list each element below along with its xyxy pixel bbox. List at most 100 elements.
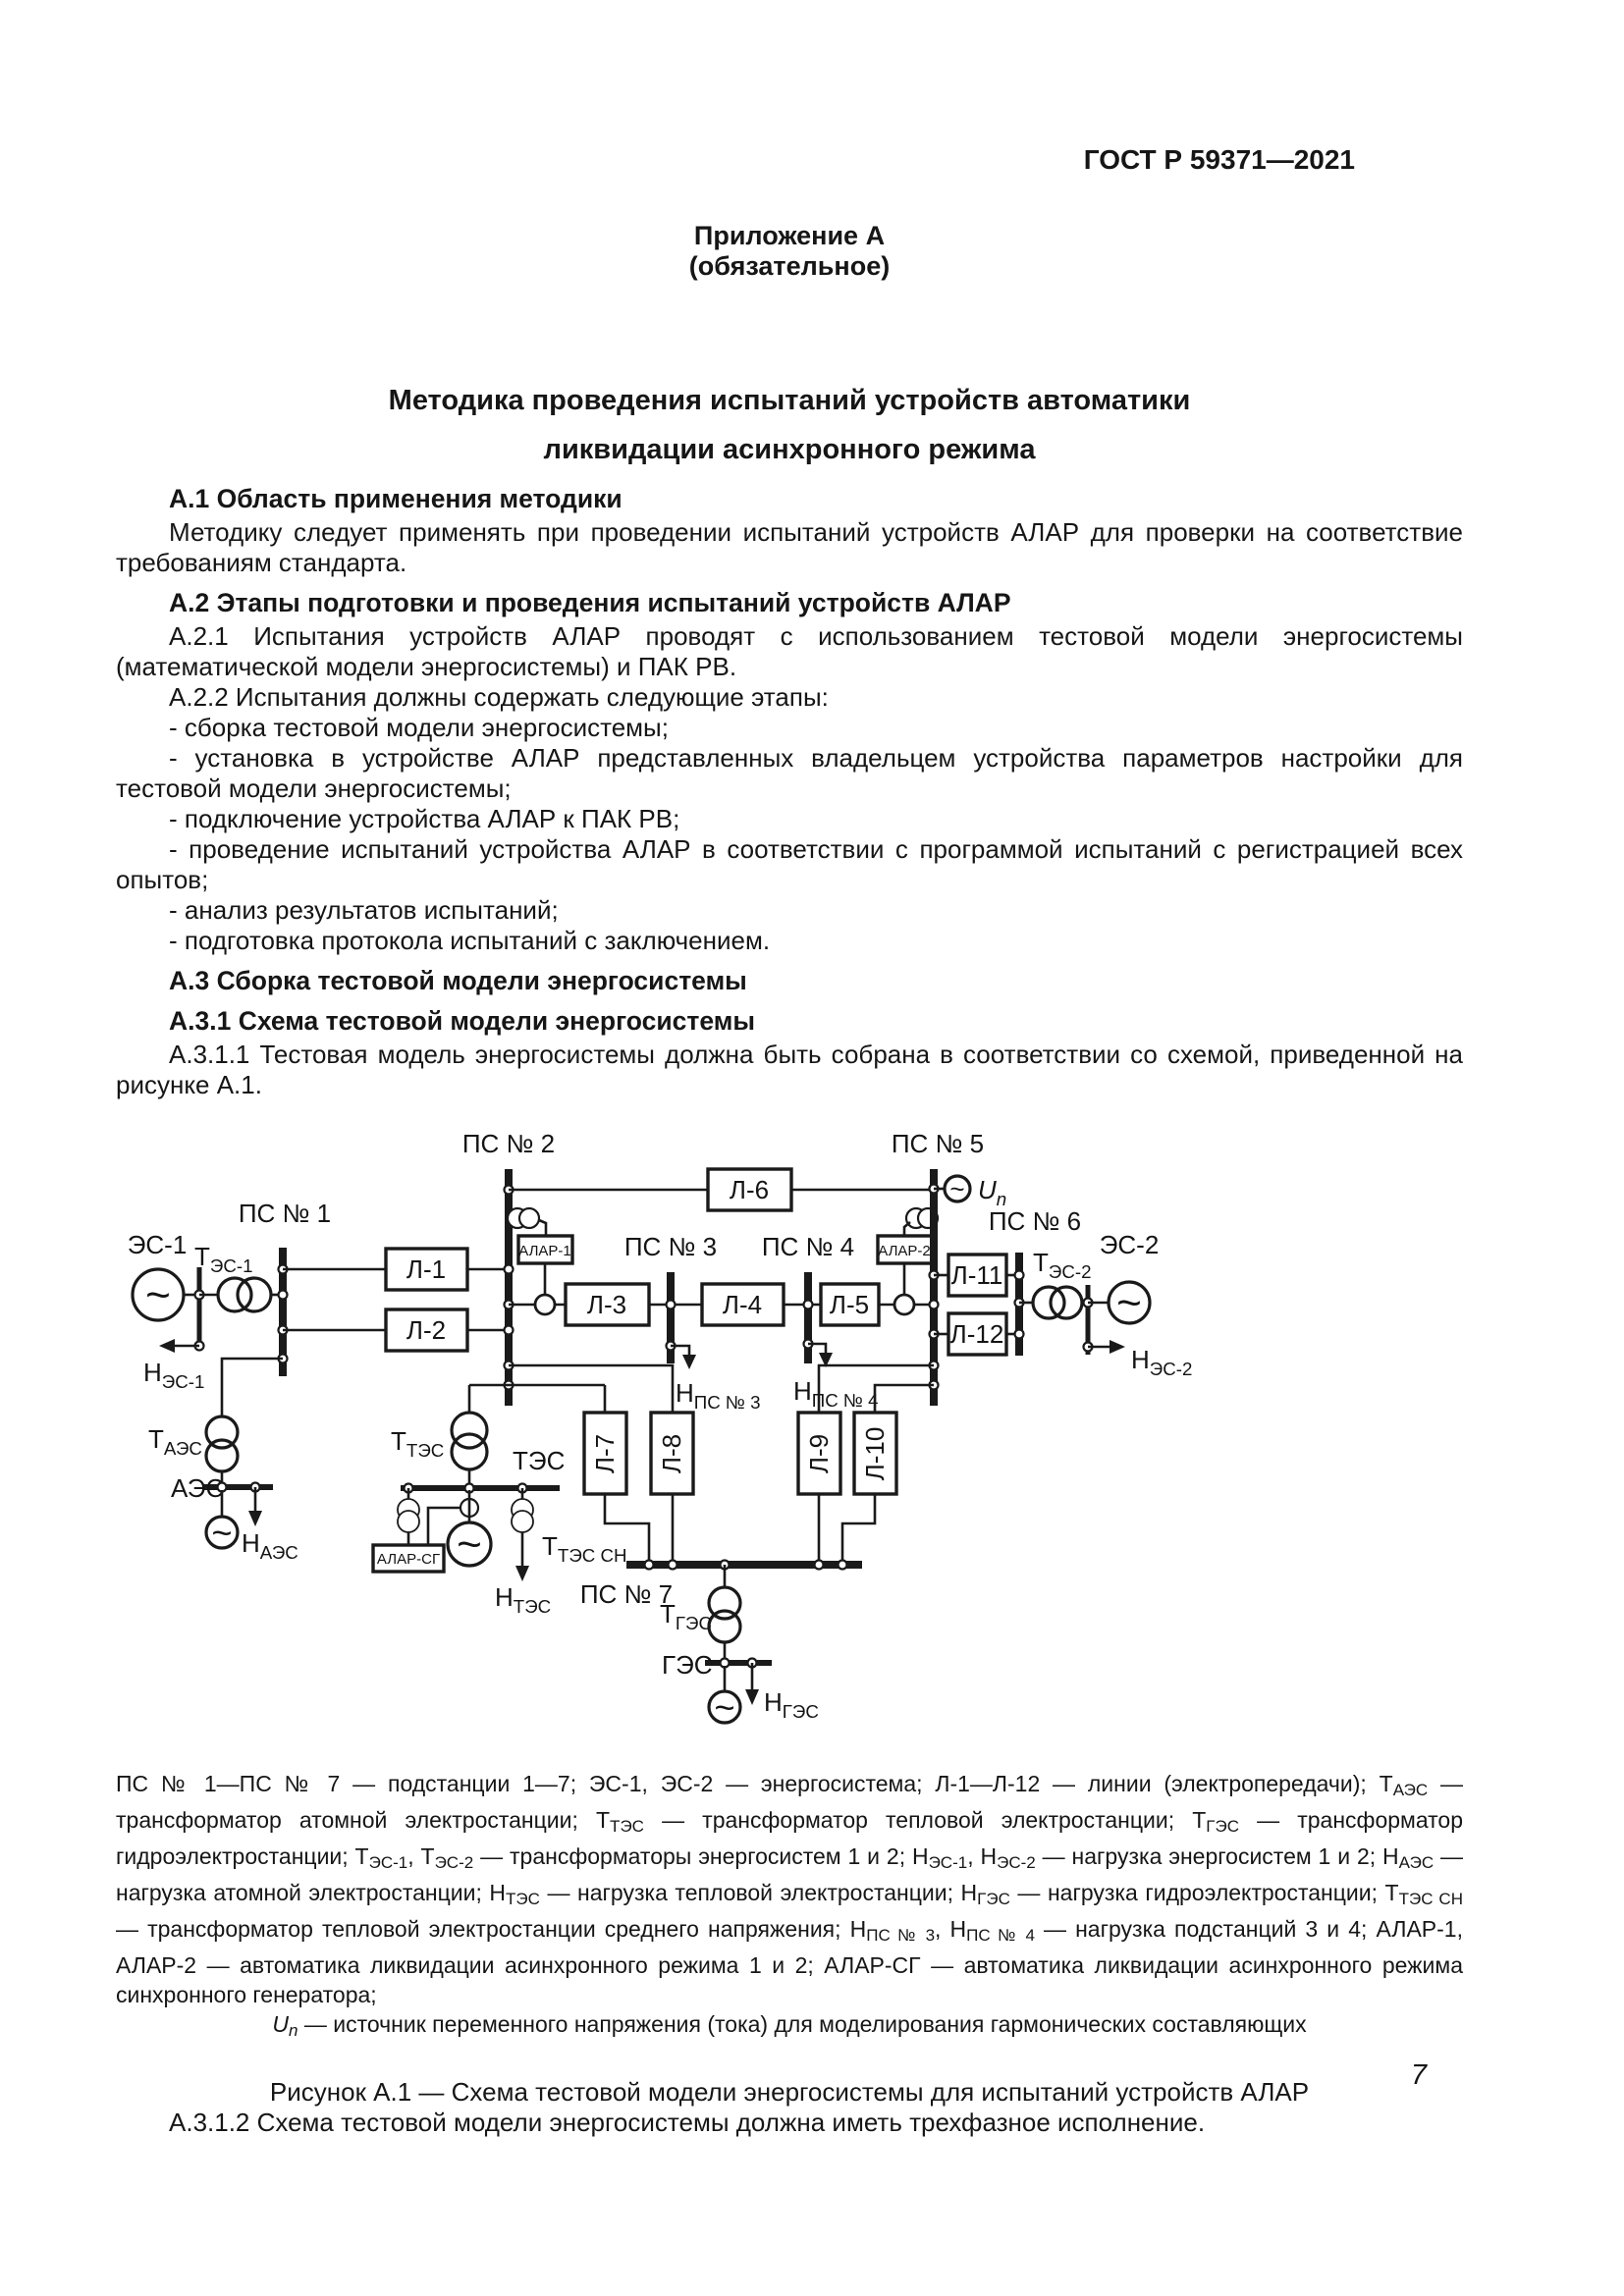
label-aes-bus: АЭС xyxy=(171,1473,224,1503)
branch-l8 xyxy=(509,1363,675,1413)
list-item: - сборка тестовой модели энергосистемы; xyxy=(169,713,669,742)
label-ps5: ПС № 5 xyxy=(892,1129,984,1158)
paragraph-a2-2: А.2.2 Испытания должны содержать следующ… xyxy=(169,682,829,712)
legend-subscript: ЭС-2 xyxy=(997,1853,1036,1873)
bus-ps7: ПС № 7 xyxy=(580,1559,862,1609)
ac-source-icon: ~ xyxy=(1116,1279,1142,1327)
figure-legend-last-line: Un — источник переменного напряжения (то… xyxy=(272,2011,1307,2041)
ac-source-icon: ~ xyxy=(714,1687,734,1728)
appendix-heading: Приложение А (обязательное) xyxy=(116,221,1463,282)
legend-subscript: ТЭС СН xyxy=(1398,1890,1463,1909)
title-line-1: Методика проведения испытаний устройств … xyxy=(388,385,1191,416)
line-l7: Л-7 xyxy=(582,1411,651,1565)
label-ps4: ПС № 4 xyxy=(762,1232,854,1261)
legend-subscript: ЭС-1 xyxy=(928,1853,968,1873)
alar2-device: АЛАР-2 xyxy=(876,1206,940,1295)
label-l10: Л-10 xyxy=(860,1427,890,1481)
page-number: 7 xyxy=(1410,2059,1427,2091)
main-transmission-chain: Л-3 Л-4 Л-5 xyxy=(509,1282,934,1327)
ac-source-icon: ~ xyxy=(145,1271,171,1319)
heading-a3-1: А.3.1 Схема тестовой модели энергосистем… xyxy=(169,1006,755,1036)
label-n-tes: НТЭС xyxy=(495,1582,551,1617)
label-alarsg: АЛАР-СГ xyxy=(377,1551,440,1568)
transformer-t-es1: ТЭС-1 xyxy=(194,1242,283,1313)
appendix-subtitle: (обязательное) xyxy=(688,251,891,281)
un-voltage-source: ~ Un xyxy=(934,1174,1006,1209)
label-t-ges: ТГЭС xyxy=(660,1599,712,1633)
label-ps6: ПС № 6 xyxy=(989,1206,1081,1236)
legend-symbol: U xyxy=(272,2011,289,2038)
label-l6: Л-6 xyxy=(730,1175,769,1204)
paragraph-a2-1: А.2.1 Испытания устройств АЛАР проводят … xyxy=(116,621,1463,681)
branch-l10 xyxy=(873,1383,934,1413)
heading-a1: А.1 Область применения методики xyxy=(169,484,623,513)
label-alar1: АЛАР-1 xyxy=(518,1243,571,1259)
ac-source-icon: ~ xyxy=(949,1174,964,1203)
legend-subscript: АЭС xyxy=(1398,1853,1435,1873)
label-es1: ЭС-1 xyxy=(128,1230,188,1259)
load-n-es2: НЭС-2 xyxy=(1088,1340,1192,1379)
document-title: Методика проведения испытаний устройств … xyxy=(116,376,1463,474)
label-n-ps4: НПС № 4 xyxy=(793,1376,879,1411)
list-item: - установка в устройстве АЛАР представле… xyxy=(116,743,1463,803)
label-es2: ЭС-2 xyxy=(1100,1230,1160,1259)
heading-a2: А.2 Этапы подготовки и проведения испыта… xyxy=(169,588,1011,617)
line-l10: Л-10 xyxy=(840,1411,898,1565)
load-n-es1: НЭС-1 xyxy=(143,1339,204,1392)
label-l3: Л-3 xyxy=(587,1290,626,1319)
line-l1: Л-1 xyxy=(283,1247,509,1292)
label-l11: Л-11 xyxy=(951,1260,1003,1290)
branch-l9 xyxy=(817,1363,934,1413)
tpp-section: ТТЭС ТЭС ~ АЛАР-СГ xyxy=(371,1411,626,1617)
legend-subscript: ТЭС xyxy=(506,1890,540,1909)
npp-branch: ТАЭС АЭС ~ НАЭС xyxy=(148,1357,298,1563)
label-n-aes: НАЭС xyxy=(242,1528,298,1563)
ac-source-icon: ~ xyxy=(457,1521,482,1569)
label-t-es2: ТЭС-2 xyxy=(1033,1248,1091,1282)
list-item: - подготовка протокола испытаний с заклю… xyxy=(169,926,771,955)
label-ps1: ПС № 1 xyxy=(239,1199,331,1228)
label-t-tessn: ТТЭС СН xyxy=(542,1531,626,1566)
label-t-aes: ТАЭС xyxy=(148,1424,202,1459)
legend-subscript: ГЭС xyxy=(1206,1817,1240,1837)
line-l6: Л-6 xyxy=(509,1167,934,1212)
label-l4: Л-4 xyxy=(723,1290,762,1319)
label-t-tes: ТТЭС xyxy=(391,1426,444,1461)
label-n-ps3: НПС № 3 xyxy=(676,1378,761,1413)
heading-a3: А.3 Сборка тестовой модели энергосистемы xyxy=(169,966,747,995)
running-header: ГОСТ Р 59371—2021 xyxy=(1083,144,1355,175)
line-l12: Л-12 xyxy=(934,1311,1019,1357)
list-item: - проведение испытаний устройства АЛАР в… xyxy=(116,834,1463,894)
label-alar2: АЛАР-2 xyxy=(878,1243,931,1259)
line-l8: Л-8 xyxy=(649,1411,695,1565)
label-n-ges: НГЭС xyxy=(764,1687,819,1722)
es2-bus xyxy=(1082,1285,1094,1355)
line-l9: Л-9 xyxy=(796,1411,842,1565)
label-l8: Л-8 xyxy=(657,1434,686,1473)
label-l1: Л-1 xyxy=(406,1255,446,1284)
ac-source-icon: ~ xyxy=(211,1513,232,1553)
energy-system-1-generator: ~ ЭС-1 xyxy=(128,1230,199,1322)
title-line-2: ликвидации асинхронного режима xyxy=(543,434,1036,465)
bus-ps4: ПС № 4 НПС № 4 xyxy=(762,1232,879,1411)
bus-ps2: ПС № 2 xyxy=(462,1129,555,1406)
label-tes-bus: ТЭС xyxy=(513,1446,565,1475)
label-ps2: ПС № 2 xyxy=(462,1129,555,1158)
label-l12: Л-12 xyxy=(950,1319,1004,1349)
list-item: - подключение устройства АЛАР к ПАК РВ; xyxy=(169,804,680,833)
page-content: ГОСТ Р 59371—2021 Приложение А (обязател… xyxy=(116,144,1463,2138)
label-ps3: ПС № 3 xyxy=(624,1232,717,1261)
transformer-t-es2: ТЭС-2 xyxy=(1019,1248,1091,1320)
label-un: Un xyxy=(978,1175,1006,1209)
line-l2: Л-2 xyxy=(283,1308,509,1353)
legend-subscript: АЭС xyxy=(1392,1781,1429,1800)
bus-ps1: ПС № 1 xyxy=(239,1199,331,1376)
label-l9: Л-9 xyxy=(804,1434,834,1473)
label-l5: Л-5 xyxy=(830,1290,869,1319)
label-ps7: ПС № 7 xyxy=(580,1579,673,1609)
legend-subscript: n xyxy=(289,2021,298,2041)
label-n-es2: НЭС-2 xyxy=(1131,1345,1192,1379)
legend-subscript: ЭС-1 xyxy=(368,1853,408,1873)
branch-l7-tes xyxy=(467,1383,607,1413)
legend-subscript: ГЭС xyxy=(977,1890,1010,1909)
